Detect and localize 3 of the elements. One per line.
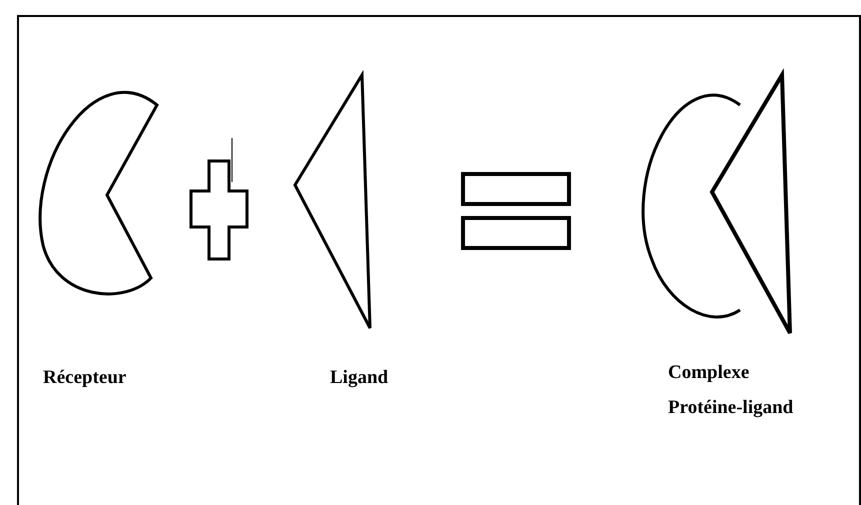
shape-caption: Complexe Protéine-ligand (668, 361, 794, 420)
shape-caption: Récepteur (43, 366, 128, 390)
shape-caption: Ligand (330, 366, 390, 390)
